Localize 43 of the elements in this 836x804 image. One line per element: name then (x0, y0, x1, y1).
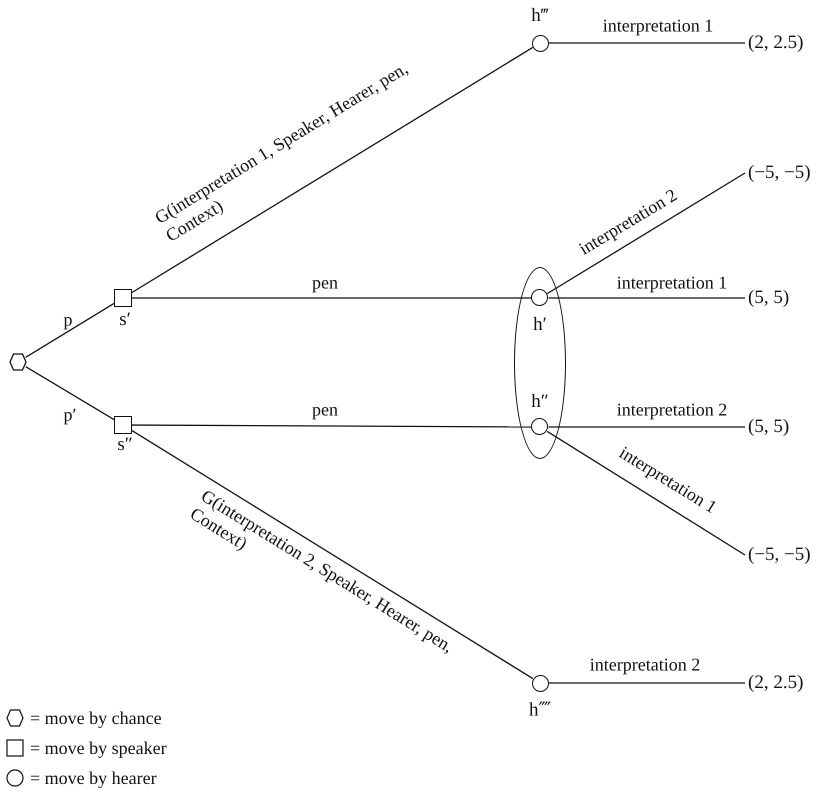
hearer-node (532, 674, 548, 692)
edge-label: p (64, 310, 72, 330)
edge-label: interpretation 1 (616, 272, 728, 294)
tree-branch (548, 426, 745, 428)
tree-branch (25, 366, 114, 420)
tree-branch (546, 172, 746, 294)
node-label: s″ (117, 434, 133, 456)
hearer-node (531, 289, 548, 306)
tree-branch (25, 302, 114, 358)
legend-text: = move by speaker (30, 738, 167, 758)
legend-text: = move by hearer (30, 768, 157, 788)
legend-text: = move by chance (30, 708, 162, 728)
node-label: h‴ (531, 5, 549, 27)
payoff-text: (−5, −5) (748, 162, 811, 184)
payoff-text: (2, 2.5) (748, 32, 804, 54)
tree-branch (132, 430, 534, 680)
edge-label: interpretation 2 (616, 400, 728, 420)
payoff-text: (5, 5) (748, 416, 790, 438)
tree-branch (548, 682, 745, 684)
edge-label: interpretation 2 (590, 654, 700, 676)
chance-node (9, 353, 27, 371)
node-label: h′ (533, 314, 547, 336)
payoff-text: (−5, −5) (748, 544, 811, 566)
tree-branch (548, 42, 745, 44)
speaker-node (114, 416, 132, 434)
speaker-node (114, 289, 132, 307)
tree-branch (132, 297, 532, 299)
tree-branch (548, 297, 745, 299)
edge-label: pen (312, 272, 338, 294)
edge-label: interpretation 1 (602, 16, 714, 36)
information-set-ellipse (514, 267, 566, 459)
node-label: h″ (531, 391, 549, 413)
payoff-text: (5, 5) (748, 287, 790, 309)
node-label: h⁗ (528, 698, 552, 722)
edge-label: p′ (64, 404, 76, 426)
tree-branch (132, 46, 534, 294)
node-label: s′ (119, 309, 131, 331)
tree-branch (546, 430, 746, 556)
payoff-text: (2, 2.5) (748, 672, 804, 694)
tree-branch (132, 424, 532, 428)
edge-label: pen (312, 400, 338, 420)
hearer-node (532, 34, 548, 52)
hearer-node (531, 418, 548, 436)
